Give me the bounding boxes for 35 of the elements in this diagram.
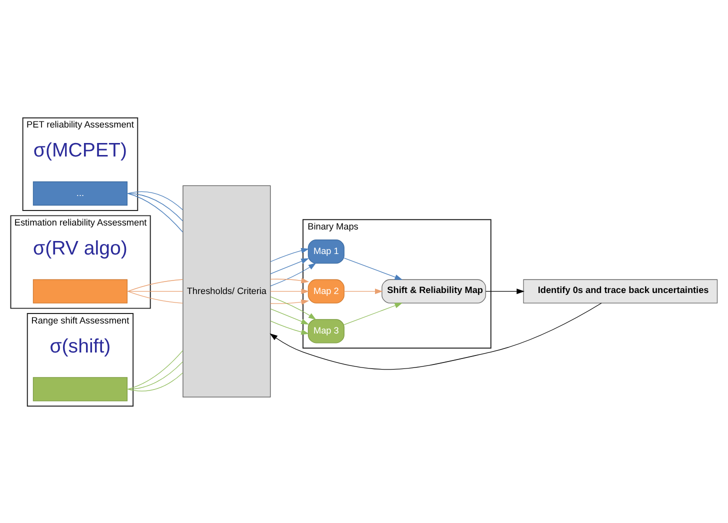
connector — [128, 192, 184, 221]
arrow — [486, 288, 524, 294]
node-text: σ(RV algo) — [33, 237, 128, 259]
node-box — [32, 376, 128, 401]
node-box: Map 2 — [308, 278, 344, 303]
node-box: Thresholds/ Criteria — [182, 184, 271, 397]
arrow — [344, 257, 403, 280]
arrow — [270, 247, 310, 262]
arrow — [270, 320, 310, 334]
connector — [128, 190, 184, 210]
arrow — [344, 288, 383, 294]
arrow — [270, 277, 310, 283]
arrow — [270, 288, 310, 294]
arrow — [270, 302, 602, 370]
node-text: σ(MCPET) — [33, 139, 128, 162]
node-box — [32, 278, 128, 303]
arrow — [270, 258, 309, 274]
connector — [128, 290, 184, 292]
node-box: Map 3 — [308, 318, 344, 343]
arrow — [270, 262, 316, 286]
arrow — [270, 296, 316, 320]
connector — [128, 372, 184, 391]
arrow — [270, 308, 309, 324]
arrow — [270, 298, 310, 304]
arrow — [344, 302, 403, 324]
node-box: ... — [32, 180, 128, 206]
connector — [128, 360, 184, 390]
node-box: Identify 0s and trace back uncertainties — [523, 278, 718, 303]
connector — [128, 350, 184, 390]
connector — [128, 278, 184, 292]
connector — [128, 192, 184, 232]
node-text: σ(shift) — [50, 334, 111, 357]
connector — [128, 290, 184, 304]
node-box: Map 1 — [308, 239, 344, 264]
node-box: Shift & Reliability Map — [382, 278, 486, 303]
